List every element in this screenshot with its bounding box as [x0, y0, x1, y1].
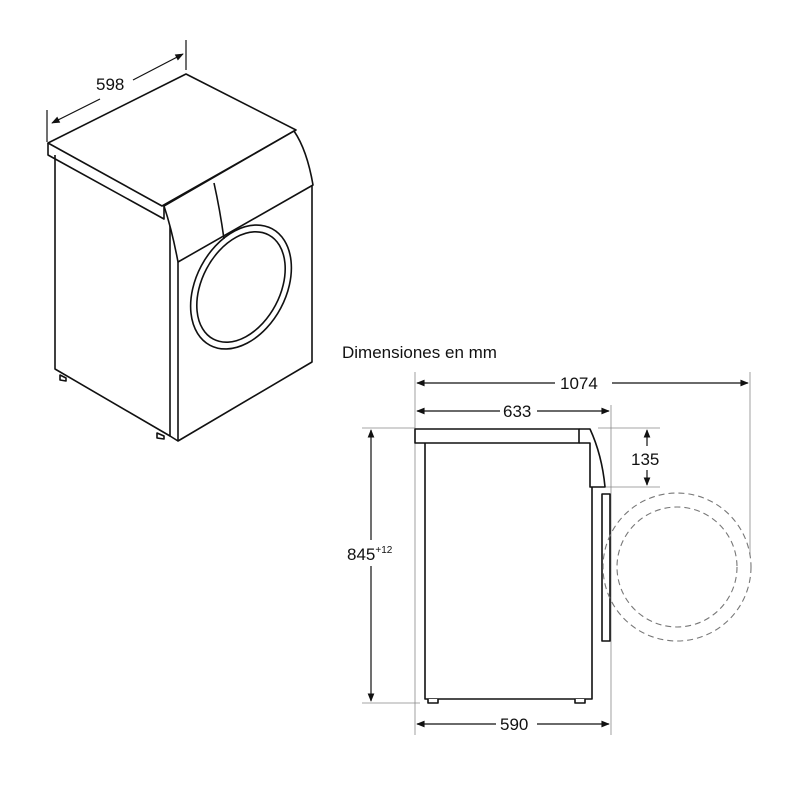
dimension-arrows	[367, 379, 749, 728]
panel-height-label: 135	[631, 450, 659, 469]
height-value: 845	[347, 545, 375, 564]
diagram-title: Dimensiones en mm	[342, 343, 497, 362]
base-depth-label: 590	[500, 715, 528, 734]
total-depth-label: 1074	[560, 374, 598, 393]
guide-lines	[362, 372, 751, 735]
body-depth-label: 633	[503, 402, 531, 421]
height-label: 845+12	[347, 545, 393, 564]
door-swing-arc	[602, 492, 752, 642]
width-dimension-598	[46, 40, 187, 142]
side-view-washer	[414, 428, 611, 704]
isometric-washer	[47, 73, 314, 442]
width-label: 598	[96, 75, 124, 94]
height-tolerance: +12	[375, 545, 392, 556]
